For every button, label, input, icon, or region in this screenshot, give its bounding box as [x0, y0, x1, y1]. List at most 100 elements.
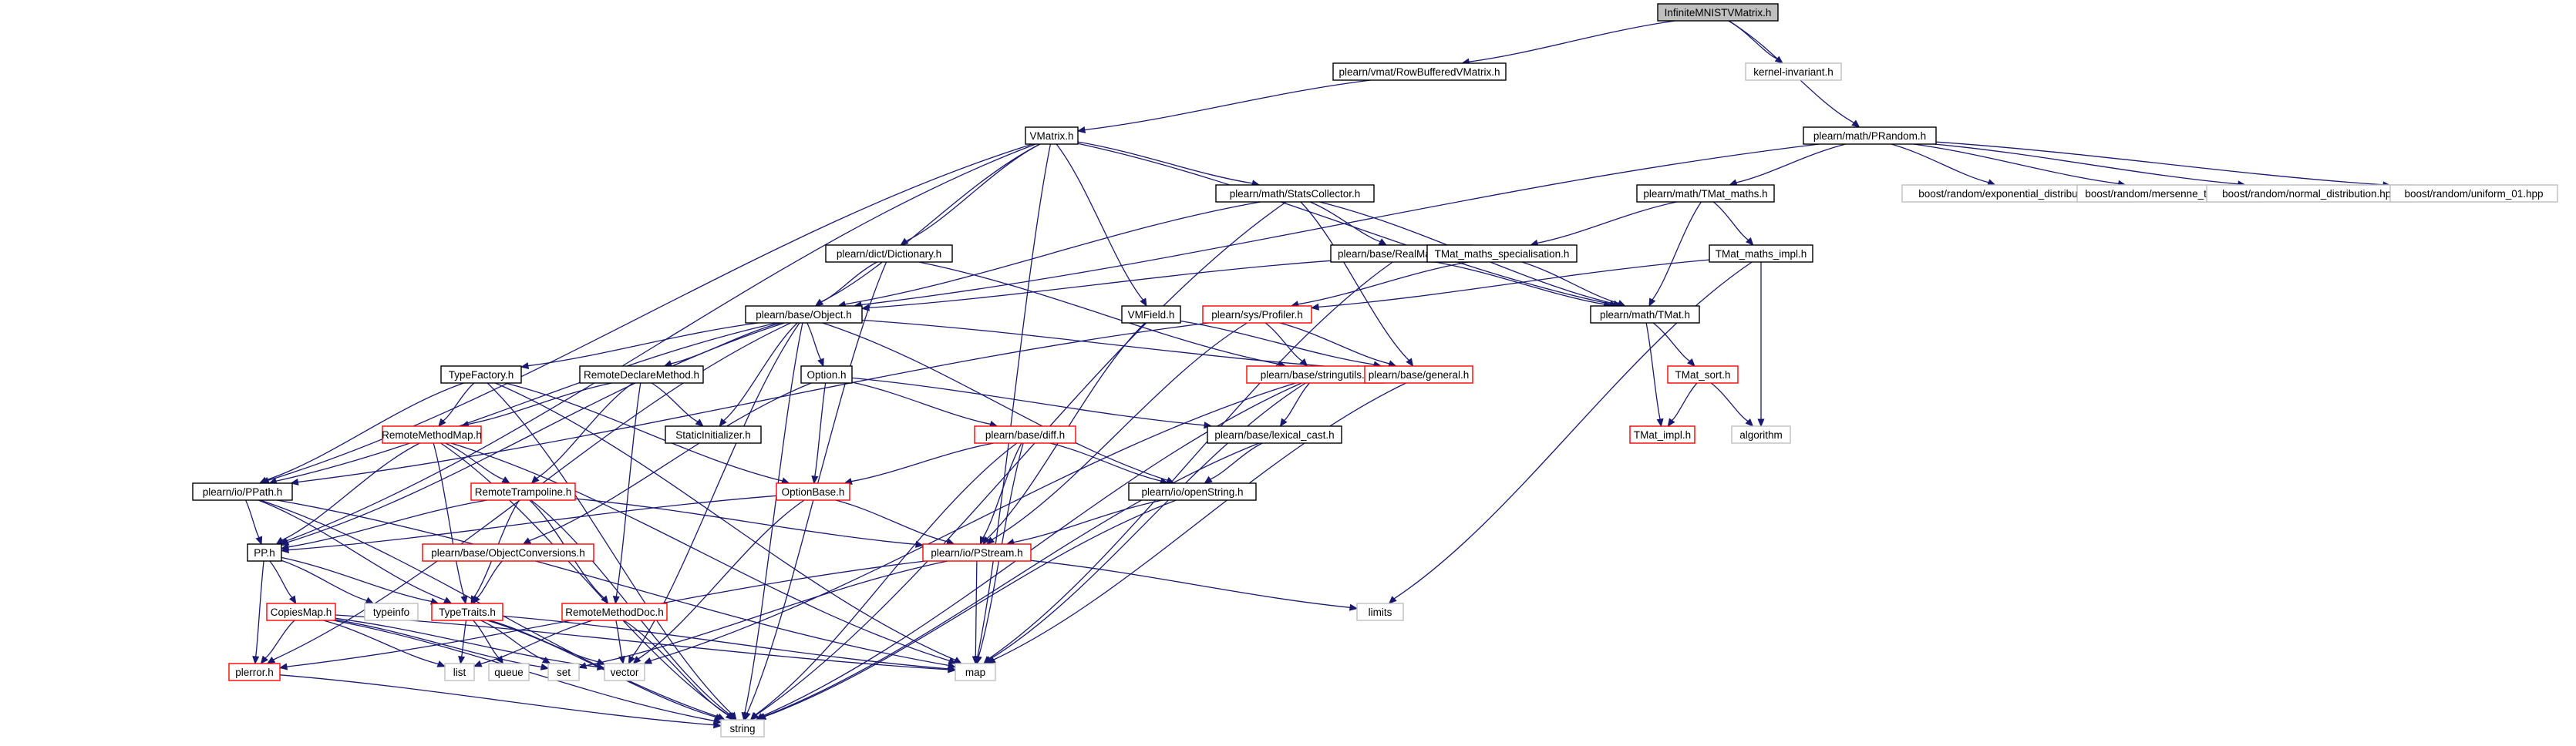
node-box — [1667, 365, 1739, 384]
node-box — [1426, 244, 1578, 263]
node-objconv[interactable]: plearn/base/ObjectConversions.h — [422, 543, 594, 562]
edge-line — [623, 620, 729, 716]
node-typefactory[interactable]: TypeFactory.h — [440, 365, 522, 384]
arrowhead — [695, 418, 704, 427]
arrowhead — [365, 596, 375, 604]
node-remotedecl[interactable]: RemoteDeclareMethod.h — [579, 365, 704, 384]
node-box — [720, 719, 765, 738]
node-tmat-maths[interactable]: plearn/math/TMat_maths.h — [1636, 184, 1775, 203]
node-remotemethodmap[interactable]: RemoteMethodMap.h — [382, 425, 482, 444]
node-pstream[interactable]: plearn/io/PStream.h — [922, 543, 1032, 562]
node-openstring[interactable]: plearn/io/openString.h — [1128, 482, 1257, 501]
node-remotetramp[interactable]: RemoteTrampoline.h — [470, 482, 576, 501]
node-label: plearn/base/lexical_cast.h — [1214, 429, 1334, 441]
node-box — [776, 482, 850, 501]
edge-line — [1030, 560, 1351, 608]
edge-profiler-to-pstream — [985, 322, 1248, 545]
node-tmat-spec[interactable]: TMat_maths_specialisation.h — [1426, 244, 1578, 263]
edge-remotemethoddoc-to-list — [473, 620, 593, 667]
edge-line — [1393, 261, 1753, 600]
edge-pstream-to-map — [971, 560, 979, 665]
edge-dictionary-to-object — [814, 261, 877, 307]
node-label: OptionBase.h — [782, 486, 845, 498]
node-rowbuf[interactable]: plearn/vmat/RowBufferedVMatrix.h — [1332, 62, 1507, 81]
node-staticinit[interactable]: StaticInitializer.h — [665, 425, 762, 444]
node-box — [1590, 305, 1700, 324]
edge-openstring-to-pstream — [1005, 499, 1163, 546]
edge-line — [1084, 79, 1371, 131]
arrowhead — [275, 536, 285, 545]
node-option[interactable]: Option.h — [800, 365, 853, 384]
node-label: StaticInitializer.h — [675, 429, 751, 441]
node-profiler[interactable]: plearn/sys/Profiler.h — [1202, 305, 1312, 324]
node-label: plearn/math/StatsCollector.h — [1230, 188, 1361, 200]
arrowhead — [618, 655, 626, 665]
node-box — [470, 482, 576, 501]
edge-line — [255, 560, 264, 657]
node-box — [800, 365, 853, 384]
node-label: limits — [1369, 607, 1392, 618]
edge-lexical-to-openstring — [1204, 442, 1263, 484]
node-pterror[interactable]: plerror.h — [228, 663, 281, 681]
node-typetraits[interactable]: TypeTraits.h — [431, 603, 503, 621]
edge-prandom-to-boost-uni — [1935, 141, 2392, 189]
node-vmatrix[interactable]: VMatrix.h — [1025, 126, 1079, 145]
node-optionbase[interactable]: OptionBase.h — [776, 482, 850, 501]
node-tmat-impl-h[interactable]: TMat_maths_impl.h — [1709, 244, 1813, 263]
arrowhead — [1746, 237, 1754, 246]
node-ppath[interactable]: plearn/io/PPath.h — [192, 482, 293, 501]
edge-tmat-sort-to-tmat-impl — [1667, 382, 1698, 428]
node-box — [488, 663, 530, 681]
arrowhead — [1687, 358, 1695, 367]
node-box — [247, 543, 282, 562]
node-box — [579, 365, 704, 384]
edge-optionbase-to-pp — [280, 495, 777, 553]
node-lexical[interactable]: plearn/base/lexical_cast.h — [1207, 425, 1342, 444]
arrowhead — [814, 298, 824, 307]
edge-line — [1279, 322, 1390, 365]
node-tmat-sort[interactable]: TMat_sort.h — [1667, 365, 1739, 384]
node-dictionary[interactable]: plearn/dict/Dictionary.h — [825, 244, 953, 263]
edge-line — [335, 617, 598, 668]
edge-option-to-optionbase — [811, 382, 827, 485]
arrowhead — [460, 595, 468, 605]
node-copiesmap[interactable]: CopiesMap.h — [266, 603, 336, 621]
edge-typefactory-to-map — [495, 382, 962, 664]
node-tmat[interactable]: plearn/math/TMat.h — [1590, 305, 1700, 324]
node-set: set — [547, 663, 580, 681]
edge-line — [992, 322, 1248, 540]
edge-tmat-sort-to-algorithm — [1710, 382, 1754, 427]
node-prandom[interactable]: plearn/math/PRandom.h — [1803, 126, 1937, 145]
edge-line — [806, 322, 822, 360]
node-box — [1636, 184, 1775, 203]
edge-line — [467, 382, 612, 425]
node-object[interactable]: plearn/base/Object.h — [745, 305, 863, 324]
edge-line — [1537, 201, 1677, 244]
arrowhead — [811, 475, 819, 485]
node-vector: vector — [604, 663, 645, 681]
node-general[interactable]: plearn/base/general.h — [1364, 365, 1473, 384]
node-statscol[interactable]: plearn/math/StatsCollector.h — [1215, 184, 1375, 203]
edge-line — [1652, 201, 1702, 301]
edge-object-to-string — [741, 322, 803, 721]
edge-line — [1056, 143, 1144, 301]
node-box — [228, 663, 281, 681]
edge-remotedecl-to-staticinit — [651, 382, 704, 427]
edge-line — [1049, 442, 1161, 482]
edge-line — [505, 382, 783, 482]
edge-pp-to-pterror — [252, 560, 264, 665]
node-box — [745, 305, 863, 324]
edge-line — [1712, 201, 1749, 240]
node-root[interactable]: InfiniteMNISTVMatrix.h — [1657, 3, 1779, 22]
node-tmat-impl[interactable]: TMat_impl.h — [1629, 425, 1695, 444]
node-remotemethoddoc[interactable]: RemoteMethodDoc.h — [561, 603, 668, 621]
node-kernel: kernel-invariant.h — [1745, 62, 1842, 81]
node-pp[interactable]: PP.h — [247, 543, 282, 562]
edge-remotemethoddoc-to-vector — [615, 620, 626, 665]
node-vmfield[interactable]: VMField.h — [1121, 305, 1181, 324]
node-stringutils[interactable]: plearn/base/stringutils.h — [1246, 365, 1385, 384]
edge-line — [281, 560, 367, 601]
node-diff[interactable]: plearn/base/diff.h — [974, 425, 1076, 444]
edge-line — [527, 322, 759, 367]
node-boost-uni: boost/random/uniform_01.hpp — [2389, 184, 2558, 203]
